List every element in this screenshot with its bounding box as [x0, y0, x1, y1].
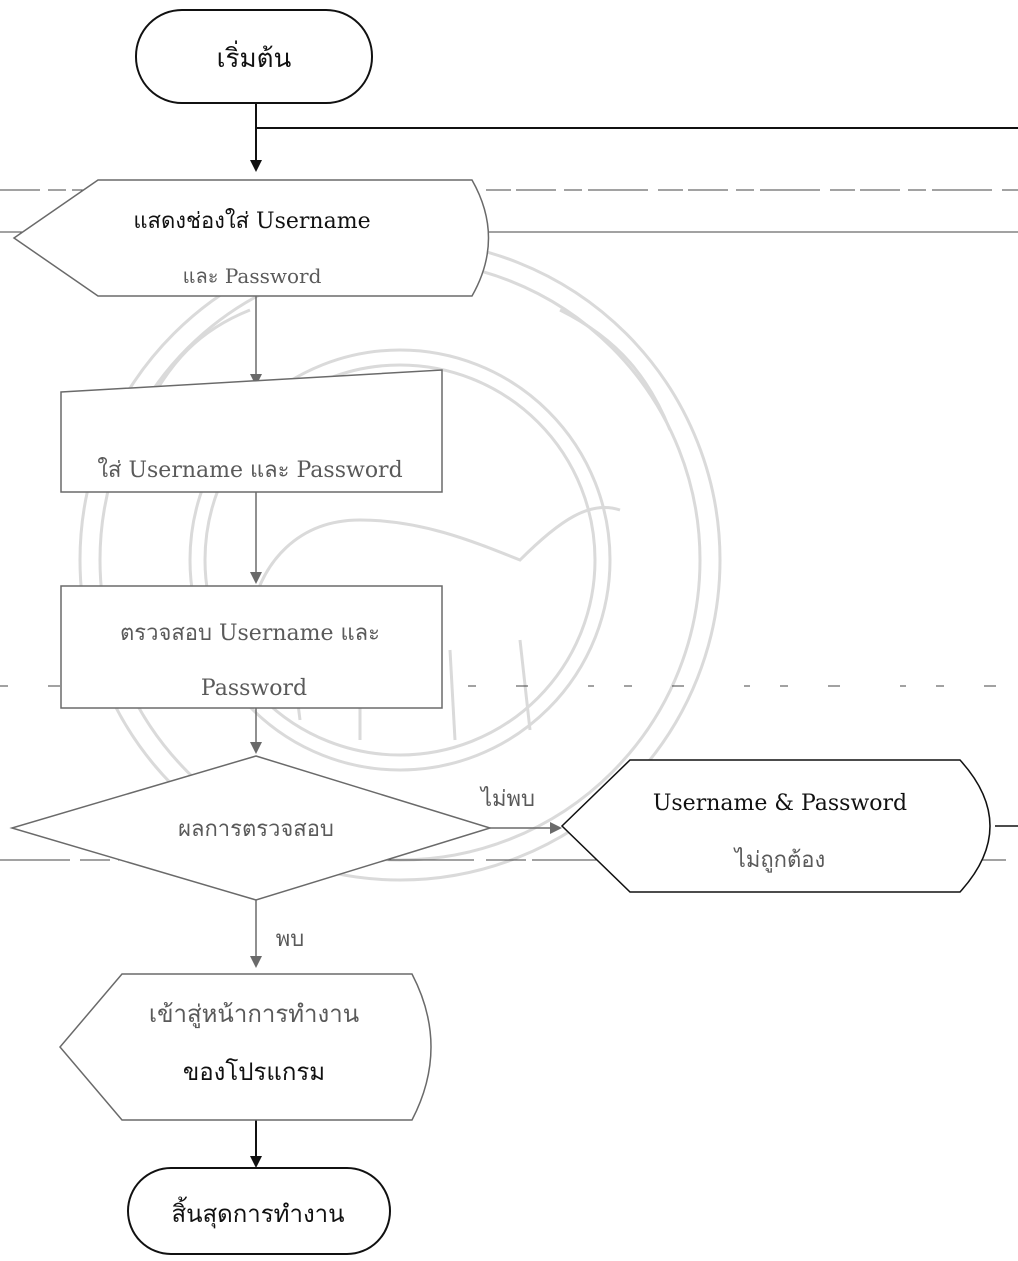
decision-result: ผลการตรวจสอบ: [9, 755, 493, 901]
decision-label: ผลการตรวจสอบ: [178, 817, 334, 842]
start-label: เริ่มต้น: [217, 40, 292, 74]
display-enter-program: เข้าสู่หน้าการทำงาน ของโปรแกรม: [59, 973, 432, 1121]
process-label-line1: ตรวจสอบ Username และ: [120, 621, 380, 646]
start-terminator: เริ่มต้น: [135, 9, 373, 104]
end-label: สิ้นสุดการทำงาน: [171, 1196, 344, 1229]
display-label-line1: แสดงช่องใส่ Username: [133, 208, 370, 234]
enter-label-line1: เข้าสู่หน้าการทำงาน: [149, 1000, 359, 1029]
process-label-line2: Password: [201, 676, 307, 701]
display-label-line2: และ Password: [183, 264, 322, 288]
end-terminator: สิ้นสุดการทำงาน: [127, 1167, 391, 1255]
branch-label-not-found: ไม่พบ: [479, 786, 535, 812]
manual-input-username-password: ใส่ Username และ Password: [60, 369, 443, 493]
input-label: ใส่ Username และ Password: [97, 457, 402, 483]
process-verify: ตรวจสอบ Username และ Password: [60, 585, 443, 709]
error-label-line2: ไม่ถูกต้อง: [733, 847, 825, 873]
connectors: [250, 103, 1018, 1168]
display-error: Username & Password ไม่ถูกต้อง: [560, 759, 991, 893]
branch-label-found: พบ: [276, 927, 304, 952]
display-username-password: แสดงช่องใส่ Username และ Password: [12, 179, 490, 297]
error-label-line1: Username & Password: [653, 791, 907, 816]
enter-label-line2: ของโปรแกรม: [183, 1058, 325, 1086]
